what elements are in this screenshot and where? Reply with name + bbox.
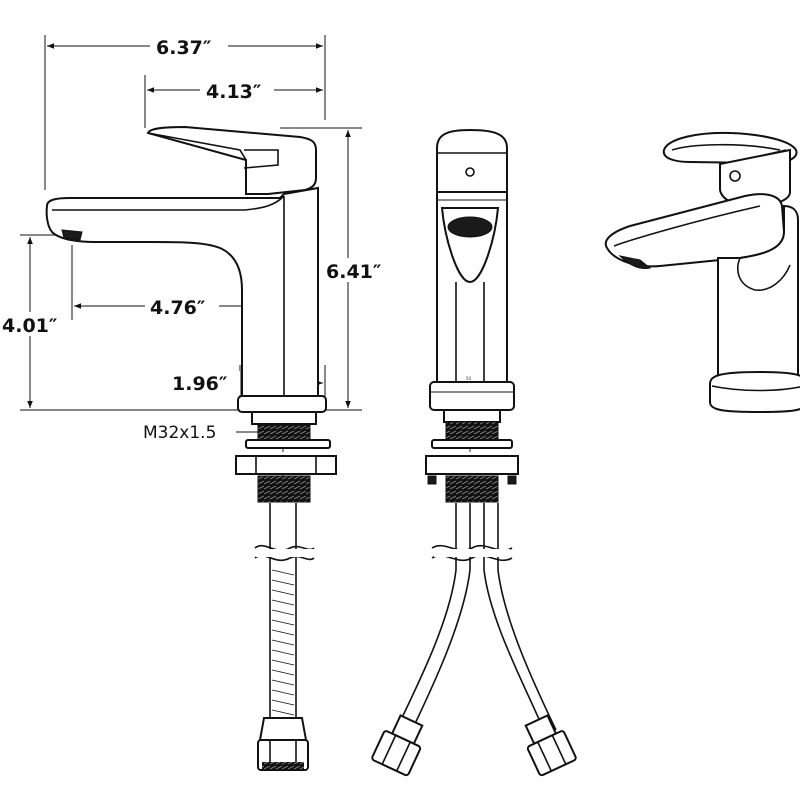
front-right-fitting xyxy=(524,714,577,777)
side-hose-fitting xyxy=(258,717,308,741)
label-spout-to-center: 4.13″ xyxy=(206,81,262,103)
label-base-diameter: 1.96″ xyxy=(172,373,228,395)
label-spout-reach: 4.76″ xyxy=(150,297,206,319)
front-aerator xyxy=(447,216,493,238)
perspective-base xyxy=(709,370,800,414)
front-left-hose xyxy=(397,569,471,731)
side-view: 6.37″ 4.13″ 6.41″ 4.01″ 4.76″ 1.96″ xyxy=(0,34,392,771)
side-thread-bottom xyxy=(257,475,311,503)
front-base-ring xyxy=(429,381,515,411)
perspective-view xyxy=(604,131,800,414)
front-left-fitting xyxy=(371,714,424,777)
side-lock-nut xyxy=(235,455,337,475)
front-thread-bottom xyxy=(445,475,499,503)
label-total-height: 6.41″ xyxy=(326,261,382,283)
label-thread-spec: M32x1.5 xyxy=(143,423,216,443)
label-overall-width: 6.37″ xyxy=(156,37,212,59)
front-right-hose xyxy=(483,569,557,731)
side-hose xyxy=(271,569,295,716)
tiny-mark: 50 xyxy=(466,376,472,381)
front-lock-nut xyxy=(425,455,519,475)
side-spout xyxy=(45,186,319,401)
label-spout-height: 4.01″ xyxy=(2,315,58,337)
perspective-body xyxy=(717,204,799,381)
side-base-ring xyxy=(237,395,327,413)
front-handle xyxy=(436,128,508,193)
front-view: 50 xyxy=(371,128,577,777)
